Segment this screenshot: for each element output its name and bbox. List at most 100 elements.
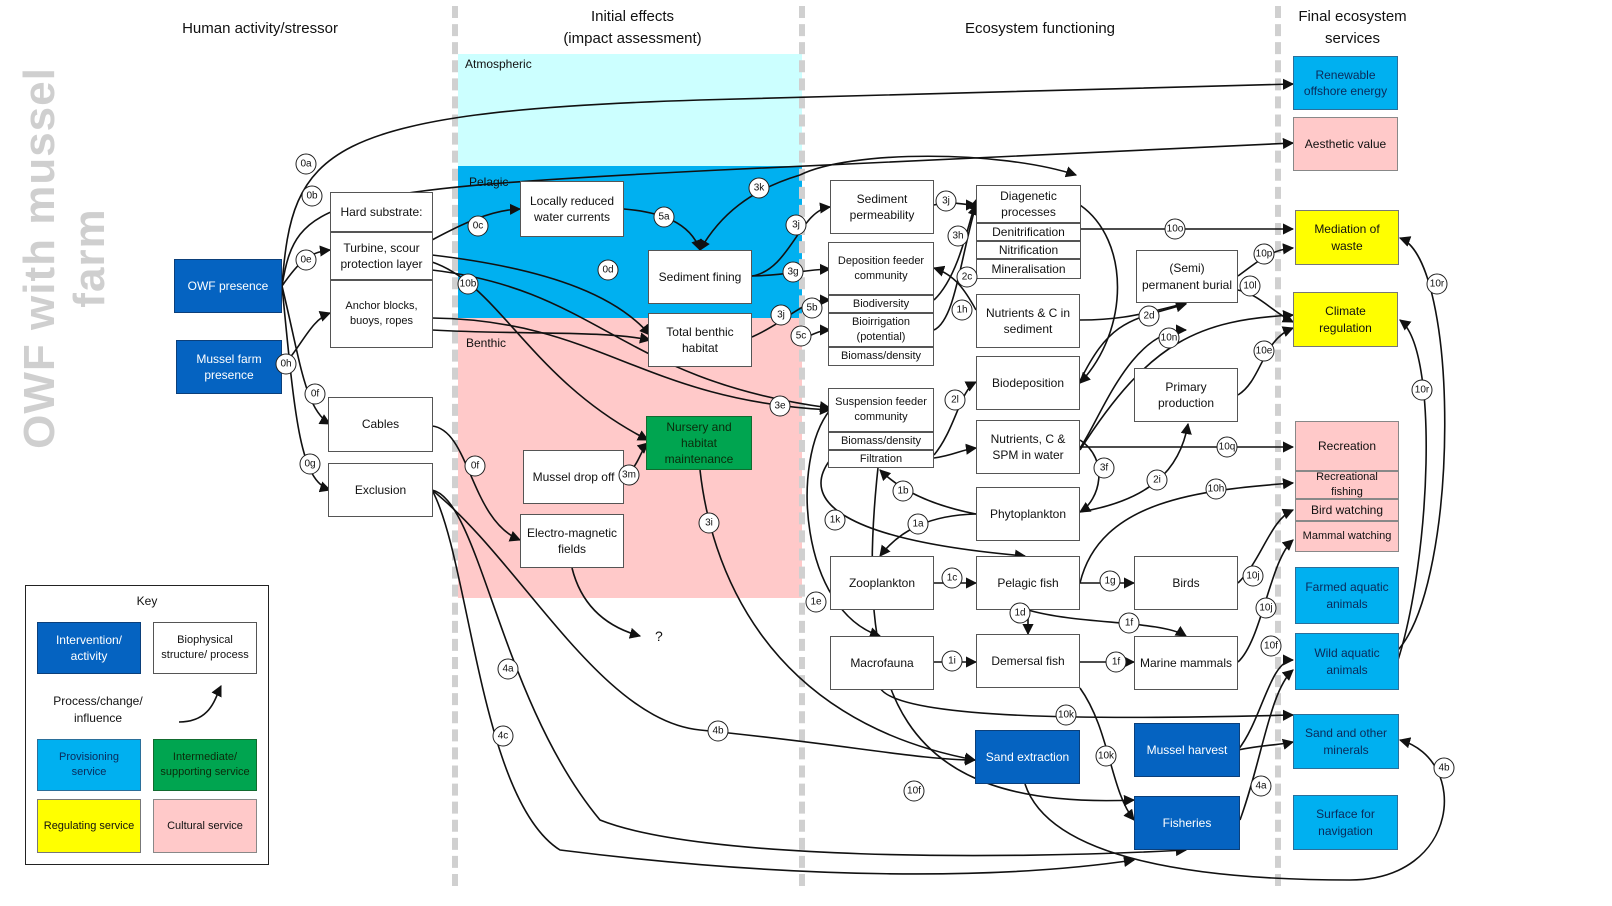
node-farmed-aquatic-animals: Farmed aquatic animals <box>1295 567 1399 624</box>
node-sediment-fining: Sediment fining <box>648 250 752 304</box>
legend-intermediate: Intermediate/ supporting service <box>153 739 257 791</box>
node-nursery-habitat: Nursery and habitat maintenance <box>646 416 752 470</box>
node-renewable-energy: Renewable offshore energy <box>1293 56 1398 110</box>
process-badge: 1d <box>1009 602 1031 624</box>
process-badge: 3h <box>947 225 969 247</box>
arrow-1b <box>879 469 977 515</box>
node-sediment-permeability: Sediment permeability <box>830 180 934 234</box>
arrow-3i <box>699 469 977 764</box>
process-badge: 3k <box>748 177 770 199</box>
arrow-1k <box>820 459 1027 561</box>
process-badge: 1f <box>1105 651 1127 673</box>
process-badge: 0h <box>275 353 297 375</box>
node-climate-regulation: Climate regulation <box>1293 292 1398 347</box>
arrow-0g-exclusion <box>281 285 332 493</box>
arrow-0d <box>431 254 651 336</box>
node-aesthetic-value: Aesthetic value <box>1293 117 1398 171</box>
arrow-anchor-benthic <box>431 329 652 344</box>
column-header-final: Final ecosystem services <box>1270 6 1435 50</box>
arrow-4a-exclusion <box>431 489 1188 857</box>
node-sf-biomass: Biomass/density <box>828 432 934 450</box>
process-badge: 0d <box>597 259 619 281</box>
process-badge: 10b <box>457 273 479 295</box>
process-badge: 10r <box>1411 379 1433 401</box>
node-biodeposition: Biodeposition <box>976 356 1080 410</box>
node-semi-permanent-burial: (Semi) permanent burial <box>1136 250 1238 303</box>
process-badge: 5b <box>801 297 823 319</box>
process-badge: 3g <box>782 261 804 283</box>
arrow-4b-navigation <box>1024 737 1445 881</box>
node-recreational-fishing: Recreational fishing <box>1295 471 1399 499</box>
node-exclusion: Exclusion <box>328 463 433 517</box>
legend-key: Key Intervention/ activity Biophysical s… <box>25 585 269 865</box>
process-badge: 10r <box>1426 273 1448 295</box>
arrow-2d-bio <box>1079 301 1188 382</box>
process-badge: 5a <box>653 206 675 228</box>
arrow-cables-emf <box>431 425 522 542</box>
process-badge: 10j <box>1255 597 1277 619</box>
arrow-emf-question <box>571 567 642 639</box>
process-badge: 1k <box>824 509 846 531</box>
process-badge: 0c <box>467 215 489 237</box>
arrow-10f-fisheries <box>871 449 1136 807</box>
process-badge: 3f <box>1093 457 1115 479</box>
node-recreation: Recreation <box>1295 421 1399 471</box>
legend-cultural: Cultural service <box>153 799 257 853</box>
arrow-10e <box>1237 326 1295 396</box>
arrow-4c <box>431 489 1136 875</box>
node-demersal-fish: Demersal fish <box>976 634 1080 688</box>
process-badge: 2i <box>1146 469 1168 491</box>
process-badge: 2l <box>944 389 966 411</box>
process-badge: 2d <box>1138 305 1160 327</box>
node-marine-mammals: Marine mammals <box>1134 636 1238 690</box>
arrow-turbine-suspension <box>431 269 832 413</box>
node-total-benthic-habitat: Total benthic habitat <box>648 313 752 367</box>
process-badge: 0b <box>301 185 323 207</box>
arrow-10h <box>1079 478 1295 584</box>
node-phytoplankton: Phytoplankton <box>976 487 1080 541</box>
node-bird-watching: Bird watching <box>1295 499 1399 521</box>
column-divider <box>452 6 458 886</box>
process-badge: 10p <box>1253 243 1275 265</box>
node-reduced-currents: Locally reduced water currents <box>520 181 624 237</box>
arrow-10f-wild <box>1237 654 1295 751</box>
process-badge: 3j <box>785 214 807 236</box>
process-badge: 4a <box>1250 775 1272 797</box>
node-hard-substrate: Hard substrate: <box>330 192 433 232</box>
process-badge: 1c <box>941 567 963 589</box>
arrow-3j-benthic <box>751 294 832 338</box>
column-header-ecosystem: Ecosystem functioning <box>964 20 1116 37</box>
column-divider <box>799 6 805 886</box>
node-pelagic-fish: Pelagic fish <box>976 556 1080 610</box>
arrow-3j-perm <box>751 202 832 277</box>
node-deposition-feeder: Deposition feeder community <box>828 242 934 295</box>
unknown-effect-question: ? <box>655 628 663 644</box>
arrow-10r-wild-mediation <box>1397 236 1446 651</box>
legend-biophysical: Biophysical structure/ process <box>153 622 257 674</box>
node-owf-presence: OWF presence <box>174 259 282 313</box>
process-badge: 4b <box>707 720 729 742</box>
process-badge: 10j <box>1242 565 1264 587</box>
node-sf-filtration: Filtration <box>828 450 934 468</box>
process-badge: 3m <box>618 464 640 486</box>
arrow-4a-fisheries <box>1239 669 1294 821</box>
node-birds: Birds <box>1134 556 1238 610</box>
node-electromagnetic-fields: Electro-magnetic fields <box>520 514 624 568</box>
process-badge: 10n <box>1158 327 1180 349</box>
legend-regulating: Regulating service <box>37 799 141 853</box>
arrow-3k-top <box>799 155 1078 178</box>
node-macrofauna: Macrofauna <box>830 636 934 690</box>
process-badge: 10o <box>1164 218 1186 240</box>
node-nitrification: Nitrification <box>976 241 1081 259</box>
process-badge: 0f <box>304 383 326 405</box>
node-diagenetic-processes: Diagenetic processes <box>976 185 1081 223</box>
node-nutrients-water: Nutrients, C & SPM in water <box>976 420 1080 474</box>
node-suspension-feeder: Suspension feeder community <box>828 388 934 432</box>
process-badge: 10f <box>903 780 925 802</box>
node-zooplankton: Zooplankton <box>830 556 934 610</box>
process-badge: 10q <box>1216 436 1238 458</box>
node-cables: Cables <box>328 397 433 452</box>
process-badge: 1g <box>1099 570 1121 592</box>
node-primary-production: Primary production <box>1134 368 1238 422</box>
process-badge: 5c <box>790 325 812 347</box>
